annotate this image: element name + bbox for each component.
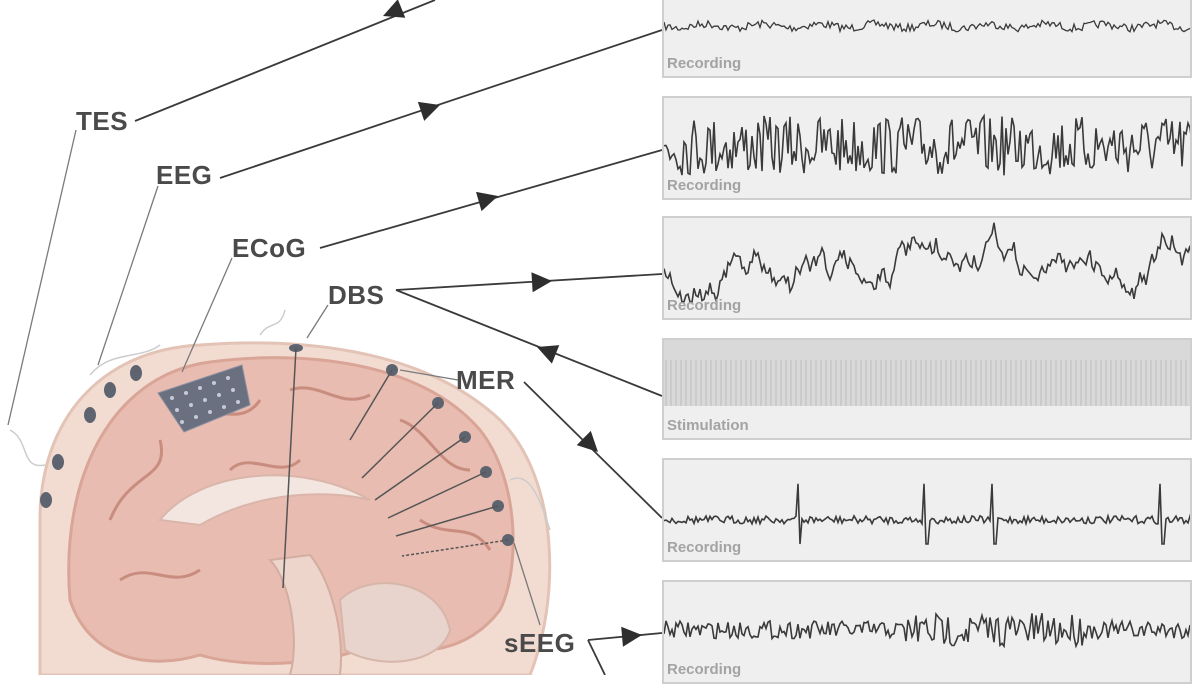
electrode-icon	[84, 407, 96, 423]
signal-trace	[664, 222, 1190, 304]
head-illustration	[9, 309, 552, 675]
scalp-electrodes	[40, 344, 514, 546]
label-seeg: sEEG	[504, 628, 576, 658]
triangle-arrow-icon	[537, 345, 560, 364]
brainstem	[267, 553, 342, 675]
signal-trace	[664, 19, 1190, 34]
label-mer: MER	[456, 365, 516, 395]
label-dbs: DBS	[328, 280, 385, 310]
depth-electrodes	[282, 347, 509, 589]
signal-waveform	[664, 483, 1190, 545]
signal-waveform	[664, 222, 1190, 304]
signal-waveform	[664, 19, 1190, 34]
signal-waveform	[664, 611, 1190, 649]
signal-trace	[664, 611, 1190, 649]
arrowheads	[383, 0, 642, 647]
triangle-arrow-icon	[621, 626, 642, 647]
connector-lines	[134, 0, 663, 675]
triangle-arrow-icon	[576, 430, 598, 452]
electrode-icon	[52, 454, 64, 470]
label-tes: TES	[76, 106, 129, 136]
label-leader-lines	[7, 129, 541, 626]
panel-caption: Stimulation	[667, 417, 749, 434]
signal-panel-seeg-recording: Recording	[662, 580, 1192, 684]
triangle-arrow-icon	[417, 101, 440, 121]
connector-dbs-recording	[395, 273, 663, 291]
panel-caption: Recording	[667, 297, 742, 314]
ecog-grid-icon	[157, 364, 251, 433]
panel-caption: Recording	[667, 661, 742, 678]
label-eeg: EEG	[156, 160, 213, 190]
label-ecog: ECoG	[232, 233, 307, 263]
triangle-arrow-icon	[383, 0, 406, 18]
triangle-arrow-icon	[476, 191, 498, 212]
panel-caption: Recording	[667, 177, 742, 194]
signal-panel-ecog-recording: Recording	[662, 96, 1192, 200]
signal-panel-dbs-recording: Recording	[662, 216, 1192, 320]
signal-panel-dbs-stimulation: Stimulation	[662, 338, 1192, 440]
signal-trace	[664, 483, 1190, 545]
scalp-wires	[9, 309, 551, 531]
connector-seeg-lower	[587, 639, 606, 675]
signal-trace	[664, 113, 1190, 176]
signal-panel-mer-recording: Recording	[662, 458, 1192, 562]
triangle-arrow-icon	[531, 272, 552, 293]
signal-waveform	[664, 113, 1190, 176]
signal-panel-eeg-recording: Recording	[662, 0, 1192, 78]
connector-dbs-stimulation	[395, 289, 663, 397]
electrode-icon	[104, 382, 116, 398]
corpus-callosum	[158, 474, 371, 527]
cerebellum	[338, 582, 452, 663]
stimulation-band	[664, 340, 1190, 406]
panel-caption: Recording	[667, 55, 742, 72]
signal-trace	[664, 340, 1190, 406]
connector-tes	[134, 0, 436, 122]
connector-eeg	[219, 29, 663, 179]
electrode-icon	[40, 492, 52, 508]
electrode-icon	[130, 365, 142, 381]
panel-caption: Recording	[667, 539, 742, 556]
